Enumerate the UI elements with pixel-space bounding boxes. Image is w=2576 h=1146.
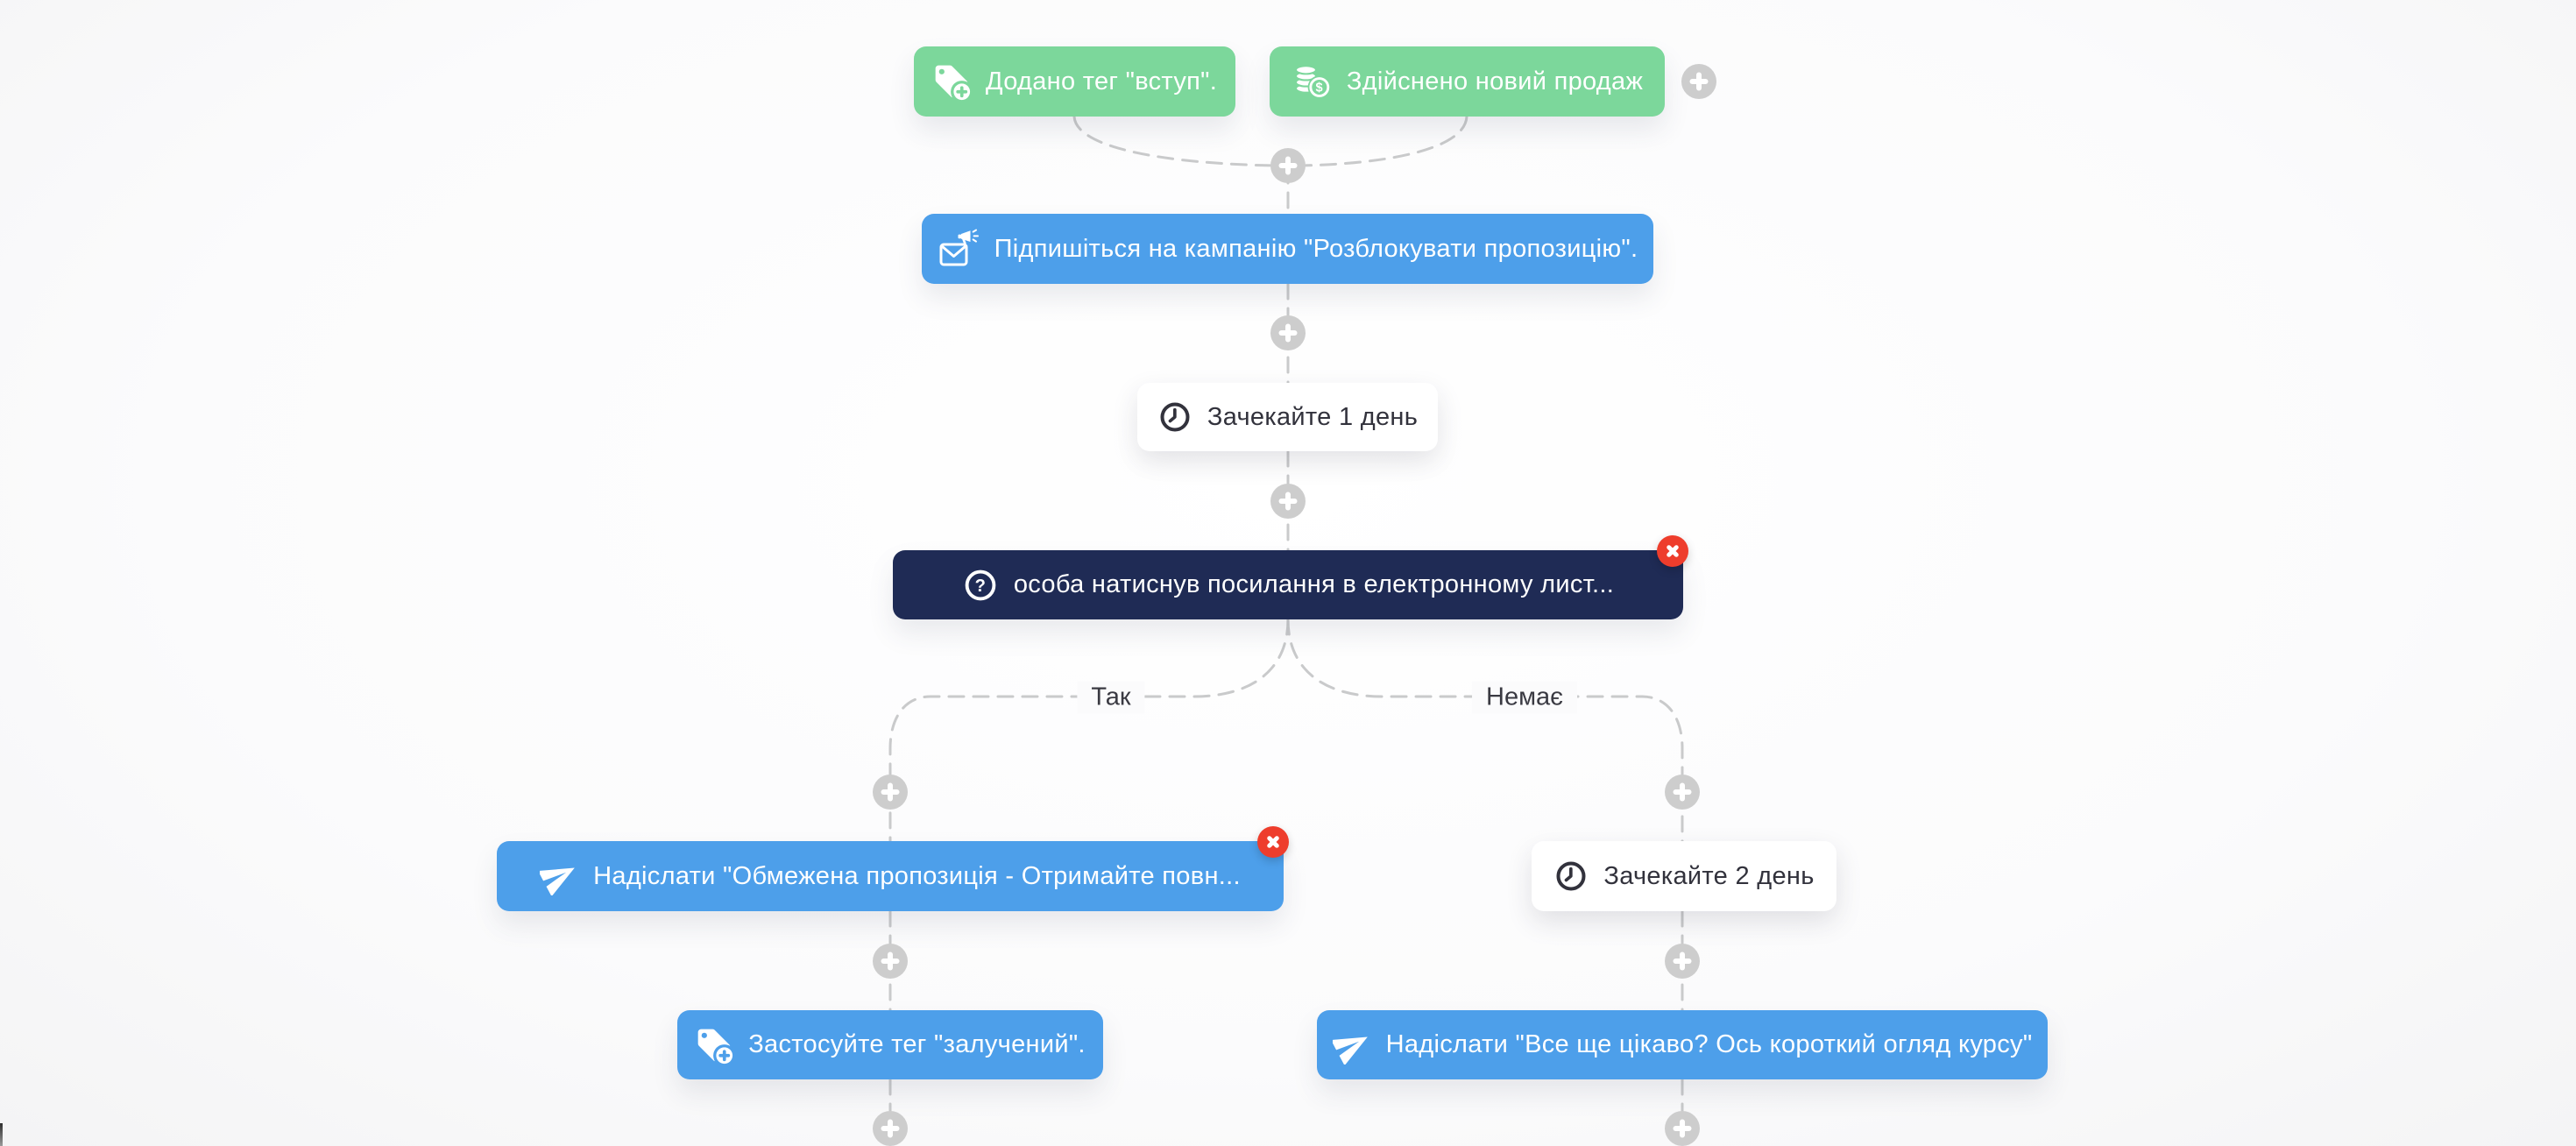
branch-label-no: Немає [1472, 681, 1577, 714]
action-node-send-course-recap[interactable]: Надіслати "Все ще цікаво? Ось короткий о… [1317, 1010, 2048, 1079]
add-step-button-no-3[interactable] [1665, 1111, 1700, 1146]
branch-label-yes: Так [1077, 681, 1145, 714]
tag-add-icon [932, 62, 971, 101]
scrollbar-fragment [0, 1123, 3, 1146]
tag-add-icon [695, 1026, 734, 1065]
send-plane-icon [540, 857, 578, 895]
add-step-button-3[interactable] [1270, 484, 1306, 519]
delete-node-button[interactable] [1657, 535, 1688, 567]
trigger-node-tag-added[interactable]: Додано тег "вступ". [914, 46, 1235, 117]
clock-icon [1553, 859, 1589, 894]
campaign-email-icon [938, 228, 980, 270]
action-node-apply-tag[interactable]: Застосуйте тег "залучений". [677, 1010, 1103, 1079]
add-step-button-yes-2[interactable] [873, 944, 908, 979]
wait-node-2-days[interactable]: Зачекайте 2 день [1532, 841, 1836, 911]
node-label: Застосуйте тег "залучений". [748, 1030, 1086, 1058]
svg-text:$: $ [1315, 81, 1323, 95]
node-label: Здійснено новий продаж [1346, 67, 1644, 96]
delete-node-button[interactable] [1257, 826, 1289, 858]
node-label: особа натиснув посилання в електронному … [1013, 570, 1615, 598]
action-node-send-limited-offer[interactable]: Надіслати "Обмежена пропозиція - Отримай… [497, 826, 1289, 911]
node-label: Підпишіться на кампанію "Розблокувати пр… [994, 234, 1638, 263]
trigger-node-new-sale[interactable]: $ Здійснено новий продаж [1270, 46, 1665, 117]
send-plane-icon [1332, 1026, 1371, 1065]
add-trigger-button[interactable] [1681, 64, 1716, 99]
question-icon: ? [962, 567, 999, 604]
add-step-button-yes-1[interactable] [873, 775, 908, 810]
clock-icon [1157, 400, 1192, 435]
add-step-button-2[interactable] [1270, 315, 1306, 350]
node-label: Надіслати "Обмежена пропозиція - Отримай… [593, 861, 1241, 890]
condition-node-clicked-link[interactable]: ? особа натиснув посилання в електронном… [893, 535, 1688, 619]
node-label: Додано тег "вступ". [985, 67, 1218, 96]
node-label: Зачекайте 2 день [1603, 861, 1815, 890]
coins-sale-icon: $ [1292, 61, 1332, 102]
node-label: Зачекайте 1 день [1207, 402, 1419, 431]
add-step-button-yes-3[interactable] [873, 1111, 908, 1146]
add-step-button-1[interactable] [1270, 148, 1306, 183]
add-step-button-no-2[interactable] [1665, 944, 1700, 979]
node-label: Надіслати "Все ще цікаво? Ось короткий о… [1385, 1030, 2033, 1058]
add-step-button-no-1[interactable] [1665, 775, 1700, 810]
wait-node-1-day[interactable]: Зачекайте 1 день [1137, 383, 1438, 451]
action-node-subscribe-campaign[interactable]: Підпишіться на кампанію "Розблокувати пр… [922, 214, 1653, 284]
svg-text:?: ? [974, 577, 986, 596]
